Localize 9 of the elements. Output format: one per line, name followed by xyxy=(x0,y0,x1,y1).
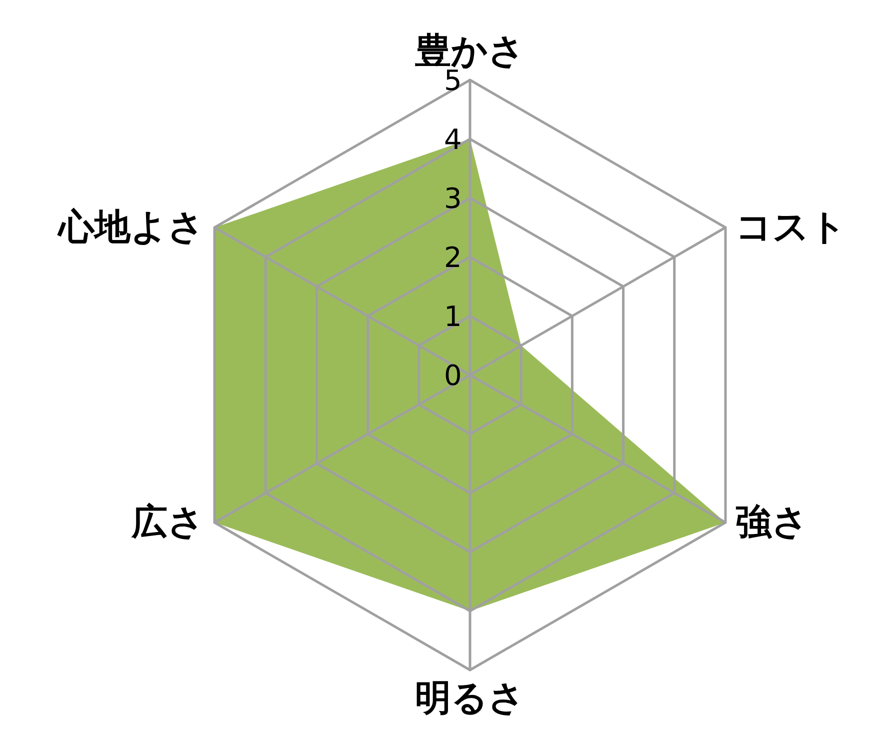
tick-label: 3 xyxy=(444,182,462,214)
tick-label: 1 xyxy=(444,300,462,332)
axis-label: 心地よさ xyxy=(58,205,205,250)
axis-label: コスト xyxy=(735,205,846,250)
axis-label: 明るさ xyxy=(415,676,525,721)
axis-label: 強さ xyxy=(735,500,808,545)
tick-label: 0 xyxy=(444,358,462,392)
tick-label: 2 xyxy=(444,240,462,274)
axis-label: 広さ xyxy=(132,500,205,545)
